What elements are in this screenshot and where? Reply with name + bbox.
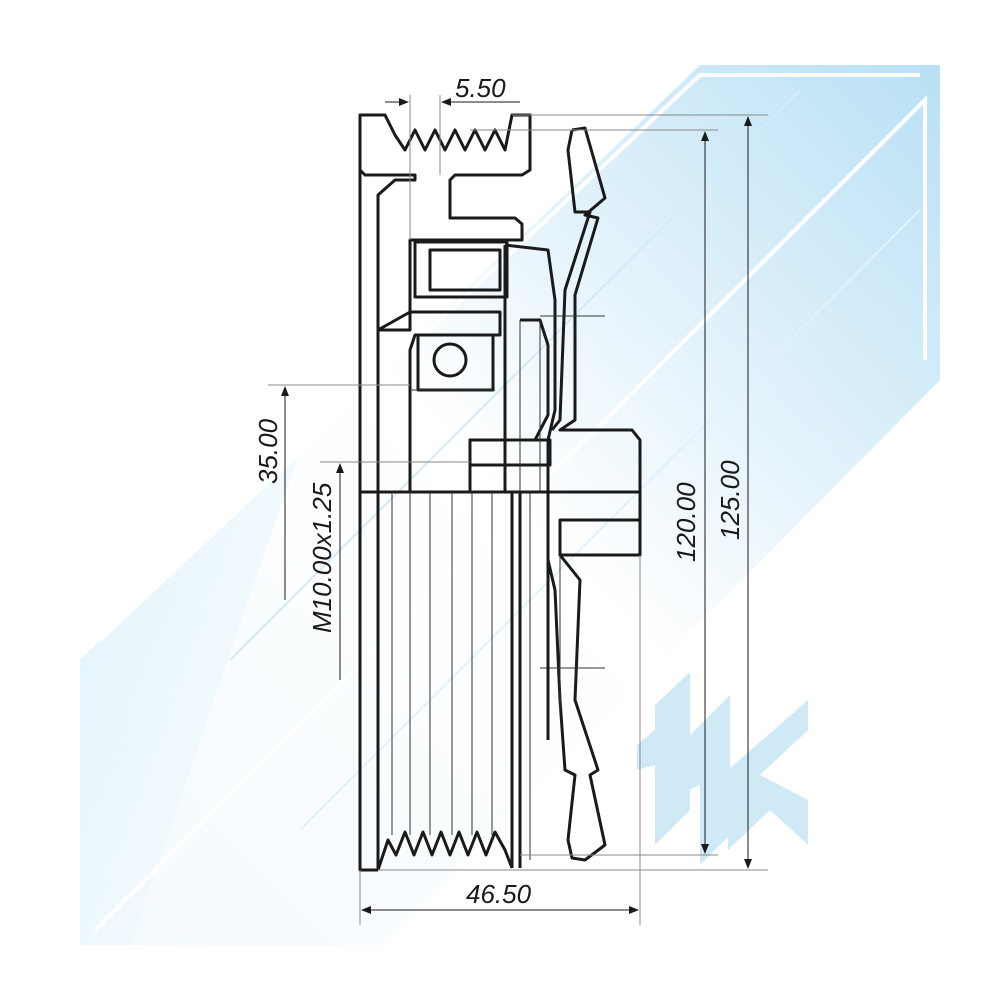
- dim-bore-offset: 35.00: [253, 418, 283, 484]
- pulley-section: [358, 113, 557, 872]
- pulley-exterior: [360, 490, 640, 871]
- dim-outer-diameter: 125.00: [715, 460, 745, 540]
- background-band: [80, 65, 940, 945]
- dim-groove-pitch: 5.50: [455, 73, 506, 103]
- tlk-logo: [637, 672, 808, 865]
- dim-overall-width: 46.50: [466, 879, 532, 909]
- dim-groove-diameter: 120.00: [671, 482, 701, 562]
- dimension-lines: [268, 95, 768, 925]
- dim-thread: M10.00x1.25: [307, 482, 337, 633]
- fan-section: [529, 126, 642, 862]
